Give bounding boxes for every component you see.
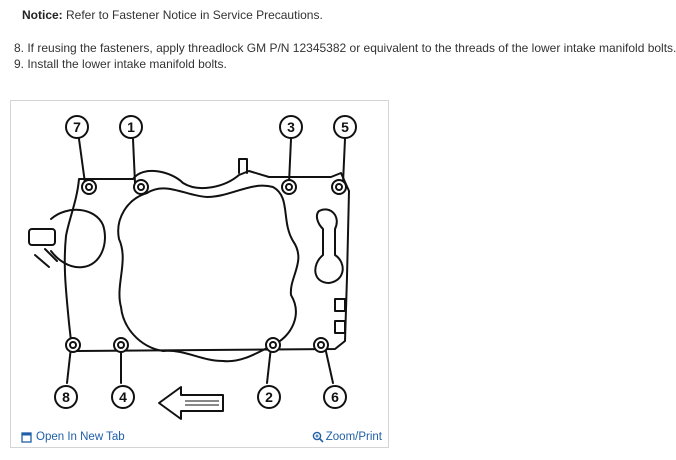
callout-1: 1 (127, 119, 135, 135)
figure-footer: Open In New Tab Zoom/Print (11, 427, 388, 447)
keyhole-slot (314, 208, 344, 284)
notice: Notice: Refer to Fastener Notice in Serv… (22, 8, 323, 22)
zoom-print-label: Zoom/Print (325, 431, 382, 443)
figure-box: 7 1 3 5 8 4 2 6 Open In New Tab (10, 100, 389, 448)
open-in-new-tab-label: Open In New Tab (36, 431, 125, 443)
callout-5: 5 (341, 119, 349, 135)
throttle-boss (50, 208, 106, 269)
side-stud-lower (334, 320, 346, 334)
callout-7: 7 (73, 119, 81, 135)
new-tab-icon (21, 431, 32, 443)
callout-8: 8 (62, 389, 70, 405)
callout-3: 3 (287, 119, 295, 135)
callout-6: 6 (331, 389, 339, 405)
step-9: 9. Install the lower intake manifold bol… (14, 57, 227, 71)
gasket-opening (117, 184, 300, 363)
callout-4: 4 (119, 389, 127, 405)
zoom-print-link[interactable]: Zoom/Print (312, 431, 382, 443)
open-in-new-tab-link[interactable]: Open In New Tab (21, 431, 125, 443)
throttle-tube (28, 228, 56, 246)
zoom-icon (312, 431, 324, 443)
callout-2: 2 (265, 389, 273, 405)
side-stud-upper (334, 298, 346, 312)
notice-text: Refer to Fastener Notice in Service Prec… (62, 8, 323, 22)
front-arrow-icon (158, 386, 224, 420)
manifold-outline (63, 169, 350, 352)
notice-label: Notice: (22, 8, 63, 22)
instruction-steps: 8. If reusing the fasteners, apply threa… (14, 40, 676, 72)
intake-manifold-diagram: 7 1 3 5 8 4 2 6 (28, 115, 357, 420)
step-8: 8. If reusing the fasteners, apply threa… (14, 41, 676, 55)
top-nipple (238, 158, 248, 174)
